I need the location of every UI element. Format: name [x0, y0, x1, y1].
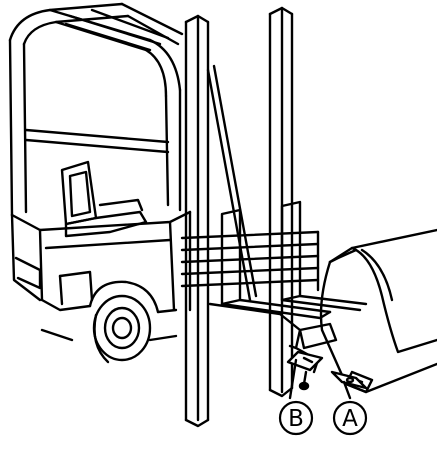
fastener-bolt: [286, 350, 324, 391]
front-wheel: [92, 294, 152, 364]
operator-seat: [60, 160, 148, 238]
callout-b: B: [278, 400, 314, 436]
mast-right-rail: [268, 6, 294, 398]
callout-a-circle: [332, 400, 368, 436]
truck-body: [10, 210, 192, 342]
callout-b-circle: [278, 400, 314, 436]
callout-a: A: [332, 400, 368, 436]
callout-b-label: B: [288, 406, 304, 432]
callout-a-label: A: [342, 406, 358, 432]
callout-a-leader: [342, 380, 352, 400]
lift-cylinder: [206, 68, 252, 302]
overhead-guard: [8, 2, 184, 217]
callout-b-leader: [288, 358, 298, 400]
fork-carriage: [180, 200, 368, 350]
fastener-plate: [330, 370, 368, 390]
mast-left-rail: [184, 14, 210, 428]
